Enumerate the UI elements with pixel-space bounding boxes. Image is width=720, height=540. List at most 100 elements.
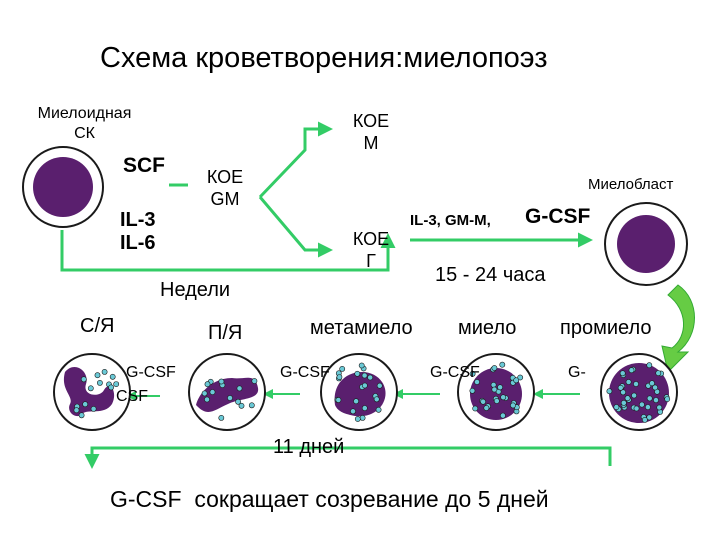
conclusion-text: G-CSF сокращает созревание до 5 дней: [110, 486, 549, 512]
weeks-label: Недели: [160, 279, 231, 301]
stem-cell: [22, 146, 104, 228]
band-neutrophil-cell: [188, 353, 266, 431]
granule: [472, 405, 479, 412]
arrows-stem: [60, 121, 612, 469]
granule: [652, 384, 658, 391]
granule: [646, 395, 653, 402]
gcsf-segmented-line1: G-CSF: [126, 364, 176, 381]
granule: [483, 405, 490, 411]
granule: [655, 370, 662, 376]
factor-il3: IL-3: [120, 209, 156, 231]
granule: [497, 384, 503, 391]
granule: [339, 365, 346, 372]
granule: [236, 385, 243, 392]
granule: [80, 376, 87, 383]
granule: [499, 361, 506, 368]
granule: [664, 396, 671, 402]
granule: [646, 362, 653, 369]
granule: [624, 395, 631, 402]
granule: [361, 405, 368, 411]
gcsf-metamyelo: G-CSF: [430, 364, 480, 381]
granule: [238, 402, 245, 409]
granule: [97, 379, 103, 386]
granule: [480, 398, 486, 405]
myeloblast-factor-gcsf: G-CSF: [525, 205, 591, 228]
factor-scf: SCF: [123, 154, 165, 177]
granule: [642, 416, 648, 423]
granule: [218, 414, 225, 421]
stage-metamyelo: метамиело: [310, 317, 413, 339]
granule: [628, 367, 635, 374]
myeloblast-cell: [604, 202, 688, 286]
granule: [491, 386, 498, 393]
granule: [361, 372, 368, 379]
granule: [631, 392, 637, 399]
stage-segmented: С/Я: [80, 315, 115, 337]
granule: [500, 394, 507, 401]
granule: [354, 370, 361, 377]
granule: [73, 407, 80, 414]
factor-il6: IL-6: [120, 232, 156, 254]
granule: [82, 401, 89, 408]
granule: [375, 406, 382, 413]
granule: [354, 416, 361, 422]
granule: [625, 379, 632, 385]
granule: [358, 362, 365, 369]
granule: [633, 381, 639, 387]
granule: [218, 378, 225, 385]
curved-arrow: [661, 284, 695, 373]
granule: [227, 395, 233, 401]
promyelocyte-cell: [600, 353, 678, 431]
granule: [113, 381, 120, 387]
granule: [469, 387, 476, 394]
granule: [493, 398, 500, 404]
granule: [491, 365, 498, 371]
granule: [367, 374, 374, 381]
granule: [101, 368, 108, 375]
granule: [474, 379, 480, 385]
granule: [350, 408, 356, 415]
granule: [209, 389, 216, 395]
granule: [649, 380, 655, 387]
granule: [204, 396, 210, 403]
granule: [94, 372, 101, 379]
granule: [620, 399, 627, 406]
granule: [646, 414, 653, 421]
granule: [90, 405, 97, 412]
granules: [73, 361, 671, 423]
granule: [633, 405, 640, 412]
granule: [373, 396, 380, 403]
granule: [235, 398, 241, 405]
maturation-time: 11 дней: [273, 436, 345, 458]
granule: [359, 414, 366, 421]
stage-promyelo: промиело: [560, 317, 652, 339]
granule: [510, 402, 516, 409]
granule: [517, 374, 524, 381]
gcsf-segmented-line2: CSF: [116, 388, 148, 405]
granule: [513, 377, 520, 384]
myeloblast-time: 15 - 24 часа: [435, 264, 546, 286]
granule: [248, 402, 255, 409]
maturation-arrows: [126, 389, 580, 401]
granule: [204, 381, 211, 388]
granule: [201, 390, 208, 397]
granule: [109, 373, 116, 380]
granule: [336, 374, 343, 380]
granule: [87, 385, 94, 392]
granule: [617, 384, 624, 391]
granule: [645, 404, 651, 410]
gcsf-band: G-CSF: [280, 364, 330, 381]
granule: [376, 382, 383, 389]
granule: [606, 388, 613, 395]
granule: [335, 397, 342, 403]
granule: [653, 397, 659, 403]
granule: [251, 378, 258, 384]
stage-myelo: миело: [458, 317, 517, 339]
diagram-title: Схема кроветворения:миелопоэз: [100, 42, 548, 74]
granule: [620, 389, 626, 396]
granule: [108, 384, 114, 391]
myeloblast-label: Миелобласт: [588, 176, 674, 193]
